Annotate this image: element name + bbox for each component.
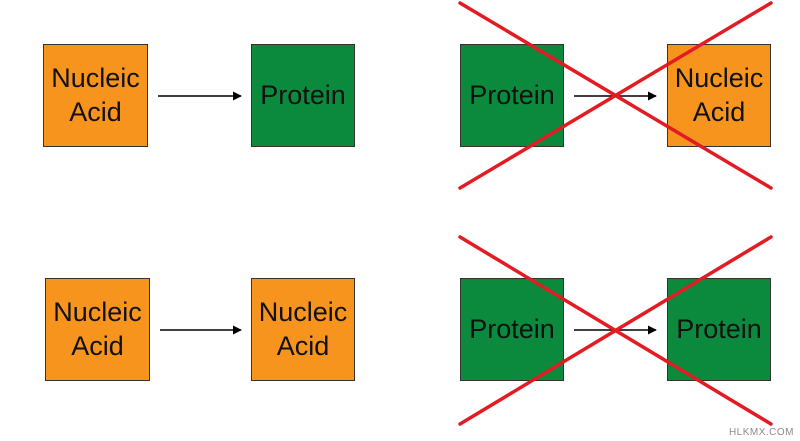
panel-2-target-label: Nucleic Acid xyxy=(675,62,764,130)
watermark: HLKMX.COM xyxy=(728,427,794,438)
panel-2-target-line-1: Nucleic xyxy=(674,62,764,93)
panel-4-source-label: Protein xyxy=(469,313,555,347)
panel-4-target-box: Protein xyxy=(667,278,771,381)
panel-2-target-line-2: Acid xyxy=(692,96,746,127)
panel-1-source-line-2: Acid xyxy=(69,96,122,127)
panel-2-target-box: Nucleic Acid xyxy=(667,44,771,147)
panel-3-source-line-1: Nucleic xyxy=(53,296,142,327)
panel-1-target-box: Protein xyxy=(251,44,355,147)
panel-4-target-label: Protein xyxy=(676,313,762,347)
panel-4-source-line-1: Protein xyxy=(469,313,555,344)
panel-1-target-label: Protein xyxy=(260,79,346,113)
panel-3-source-box: Nucleic Acid xyxy=(45,278,150,381)
panel-1-source-label: Nucleic Acid xyxy=(51,62,140,130)
panel-3-target-line-2: Acid xyxy=(276,330,330,361)
panel-2-source-label: Protein xyxy=(469,79,555,113)
panel-2-source-line-1: Protein xyxy=(469,79,555,110)
panel-1-target-line-1: Protein xyxy=(260,79,346,110)
panel-4-source-box: Protein xyxy=(460,278,564,381)
panel-3-target-label: Nucleic Acid xyxy=(259,296,348,364)
panel-1-source-box: Nucleic Acid xyxy=(43,44,148,147)
panel-2-source-box: Protein xyxy=(460,44,564,147)
panel-3-target-line-1: Nucleic xyxy=(258,296,348,327)
panel-4-target-line-1: Protein xyxy=(676,313,762,344)
panel-3-source-line-2: Acid xyxy=(71,330,124,361)
panel-3-source-label: Nucleic Acid xyxy=(53,296,142,364)
panel-1-source-line-1: Nucleic xyxy=(51,62,140,93)
panel-3-target-box: Nucleic Acid xyxy=(251,278,355,381)
